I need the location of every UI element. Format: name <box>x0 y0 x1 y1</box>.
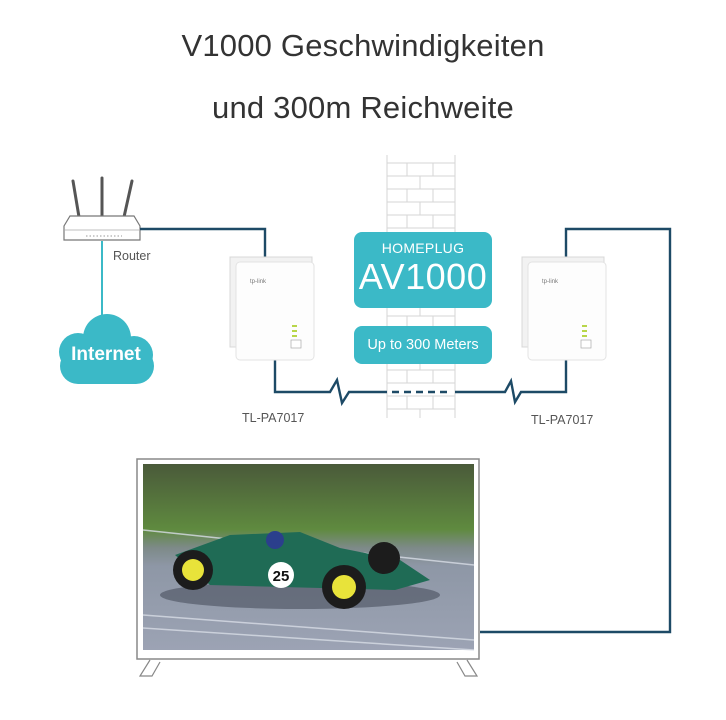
range-badge: Up to 300 Meters <box>354 326 492 364</box>
cloud-icon <box>59 314 154 384</box>
adapter-right-label: TL-PA7017 <box>531 413 594 427</box>
internet-label: Internet <box>71 344 141 365</box>
av1000-label: AV1000 <box>358 256 488 297</box>
svg-text:tp-link: tp-link <box>250 279 267 285</box>
tv-icon: 25 <box>136 458 480 677</box>
adapter-left-label: TL-PA7017 <box>242 411 305 425</box>
car-number: 25 <box>273 568 290 585</box>
heading-line-2: und 300m Reichweite <box>212 90 514 125</box>
homeplug-badge: HOMEPLUG AV1000 <box>354 232 492 308</box>
powerline-adapter-icon: tp-link <box>229 256 315 361</box>
brick-wall-icon <box>386 155 456 418</box>
router-label: Router <box>113 249 151 263</box>
powerline-adapter-icon: tp-link <box>521 256 607 361</box>
router-icon <box>63 176 141 241</box>
heading-line-1: V1000 Geschwindigkeiten <box>181 28 545 63</box>
homeplug-label: HOMEPLUG <box>381 240 465 256</box>
svg-text:tp-link: tp-link <box>542 279 559 285</box>
